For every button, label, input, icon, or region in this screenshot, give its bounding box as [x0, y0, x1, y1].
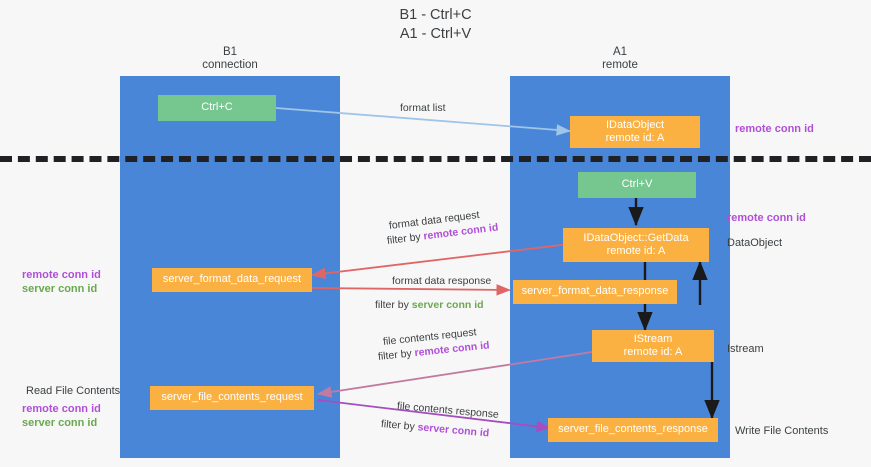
lane-header-b1: B1 connection	[202, 46, 258, 71]
edge-label-format-data-response-filter: filter by server conn id	[375, 298, 484, 312]
node-server-file-contents-request[interactable]: server_file_contents_request	[150, 386, 314, 410]
annotation-left-server-conn-id-2: server conn id	[22, 417, 98, 429]
annotation-remote-conn-id-top: remote conn id	[735, 123, 814, 135]
annotation-dataobject: DataObject	[727, 237, 783, 249]
annotation-left-remote-conn-id-2: remote conn id	[22, 403, 101, 415]
annotation-left-remote-conn-id: remote conn id	[22, 269, 101, 281]
page-title: B1 - Ctrl+C A1 - Ctrl+V	[399, 7, 472, 42]
annotation-istream: Istream	[727, 343, 764, 355]
node-server-format-data-request[interactable]: server_format_data_request	[152, 268, 312, 292]
annotation-left-server-conn-id: server conn id	[22, 283, 98, 295]
annotation-read-file-contents: Read File Contents	[26, 385, 121, 397]
annotation-write-file-contents: Write File Contents	[735, 425, 829, 437]
phase-divider	[0, 156, 871, 162]
annotation-remote-conn-id-mid: remote conn id	[727, 212, 806, 224]
edge-label-format-data-response: format data response	[392, 275, 492, 287]
arrow-format-data-response	[311, 284, 511, 296]
node-server-file-contents-response[interactable]: server_file_contents_response	[548, 418, 718, 442]
node-ctrl-c[interactable]: Ctrl+C	[158, 95, 276, 121]
filter-key-server-conn-id: server conn id	[417, 421, 490, 440]
node-istream[interactable]: IStream remote id: A	[592, 330, 714, 362]
node-idataobject-getdata[interactable]: IDataObject::GetData remote id: A	[563, 228, 709, 262]
lane-header-a1: A1 remote	[602, 46, 638, 71]
filter-prefix: filter by	[377, 347, 416, 363]
filter-prefix: filter by	[380, 418, 419, 434]
node-idataobject[interactable]: IDataObject remote id: A	[570, 116, 700, 148]
edge-label-file-contents-response: file contents response	[396, 400, 500, 421]
edge-label-format-list: format list	[400, 102, 446, 114]
edge-label-file-contents-response-filter: filter by server conn id	[380, 417, 489, 440]
node-ctrl-v[interactable]: Ctrl+V	[578, 172, 696, 198]
filter-key-server-conn-id: server conn id	[411, 299, 484, 311]
filter-prefix: filter by	[375, 299, 412, 311]
node-server-format-data-response[interactable]: server_format_data_response	[513, 280, 677, 304]
filter-prefix: filter by	[386, 230, 425, 247]
